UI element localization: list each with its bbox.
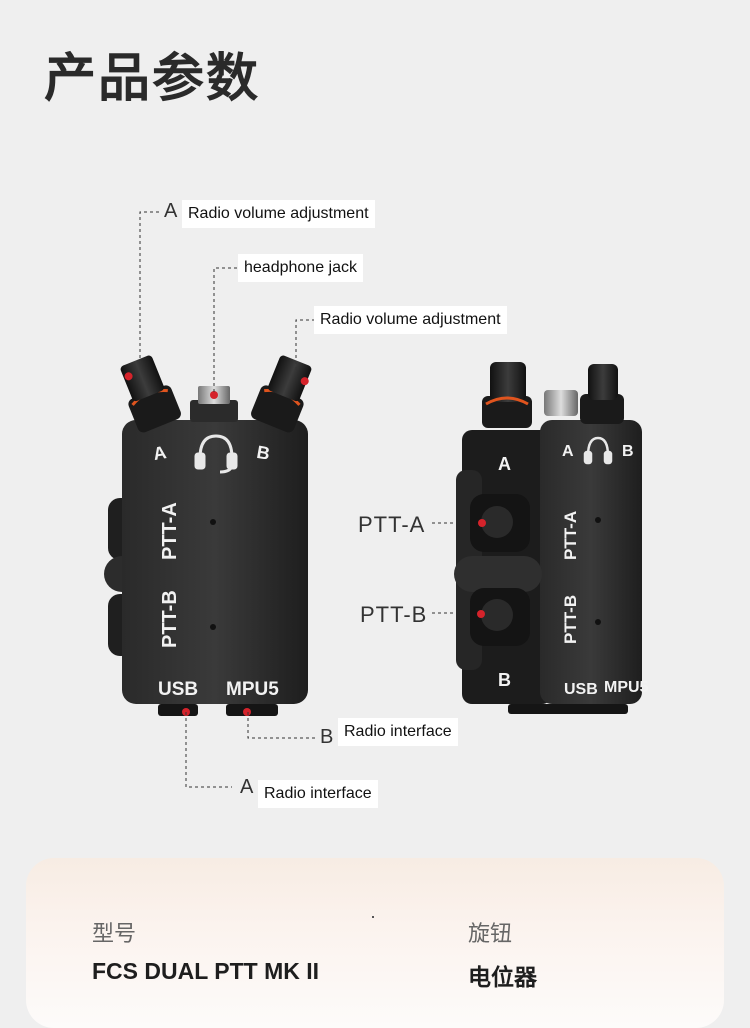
side-knob-b-icon [580,364,624,424]
front-knob-b-label: B [255,442,271,464]
side-jack-icon [544,390,578,416]
callout-radio-b-letter: B [320,726,334,748]
callout-headphone: headphone jack [238,254,363,282]
front-mpu5-label: MPU5 [226,679,279,700]
front-usb-label: USB [158,679,198,700]
page-title: 产品参数 [44,49,261,109]
callout-radio-a-letter: A [240,776,254,798]
spec-knob-value: 电位器 [468,965,537,991]
front-device-body [122,420,308,704]
side-ptt-a-label: PTT-A [561,511,580,560]
mpu5-connector [226,704,278,716]
front-knob-a-label: A [152,442,168,464]
side-mpu5-label: MPU5 [604,679,649,696]
callout-vol-b: Radio volume adjustment [314,306,507,334]
side-knob-a-label: A [562,443,574,460]
spec-knob-key: 旋钮 [468,922,513,947]
callout-vol-a: Radio volume adjustment [182,200,375,228]
callout-radio-a: Radio interface [258,780,378,808]
side-a-top-label: A [498,454,511,474]
product-diagram: A B PTT-A PTT-B USB MPU5 [104,211,649,788]
spec-model-value: FCS DUAL PTT MK II [92,958,320,984]
side-usb-label: USB [564,681,598,698]
side-headset-icon [583,436,613,465]
knob-b-icon [251,355,312,433]
front-ptt-a-label: PTT-A [159,502,181,560]
callout-ptt-a: PTT-A [358,512,426,537]
knob-a-icon [120,355,181,433]
front-device: A B PTT-A PTT-B USB MPU5 [104,355,312,716]
side-b-bottom-label: B [498,670,511,690]
callout-radio-b: Radio interface [338,718,458,746]
side-ptt-a-button-icon [470,494,530,552]
side-knob-b-label: B [622,443,634,460]
decorative-dot [372,916,374,918]
headphone-jack-icon [190,386,238,422]
usb-connector [158,704,198,716]
callout-ptt-b: PTT-B [360,602,428,627]
side-device: A B A B PTT-A PTT-B USB MPU5 [454,362,649,714]
spec-card: 型号 FCS DUAL PTT MK II 旋钮 电位器 [26,858,724,1028]
side-device-body [540,420,642,704]
side-ptt-b-label: PTT-B [561,595,580,644]
spec-model-key: 型号 [92,922,137,947]
callout-vol-a-letter: A [164,200,178,222]
side-knob-a-icon [482,362,532,428]
headset-icon [194,434,238,474]
side-ptt-b-button-icon [470,588,530,646]
front-ptt-b-label: PTT-B [159,590,181,648]
